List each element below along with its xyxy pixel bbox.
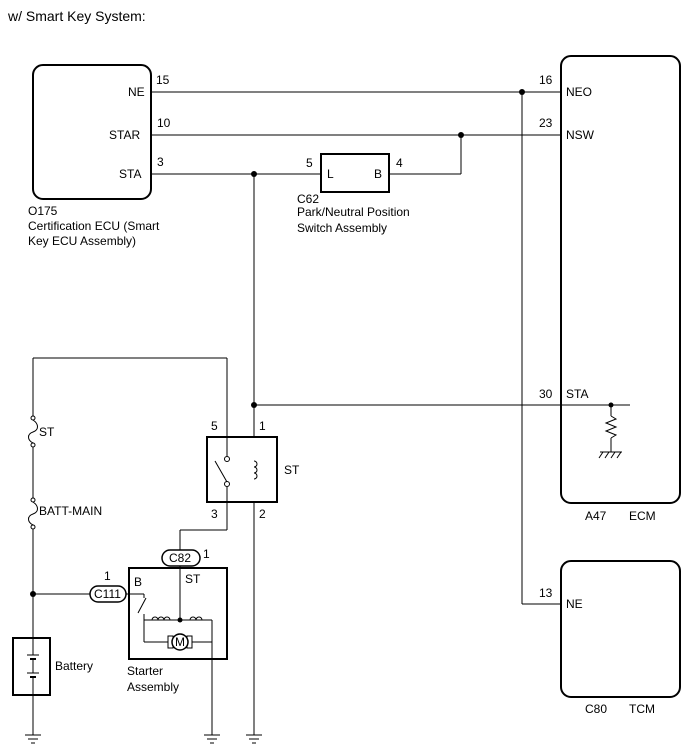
- junction-ecm-sta: [251, 402, 257, 408]
- tcm-pin-ne-label: NE: [566, 597, 583, 611]
- ecm-pin-neo-number: 16: [539, 73, 553, 87]
- relay-pin-1: 1: [259, 419, 266, 433]
- switch-code: C62: [297, 192, 319, 206]
- relay-pin-2: 2: [259, 507, 266, 521]
- ecm-name: ECM: [629, 509, 656, 523]
- fuse-st-icon: [28, 415, 38, 448]
- ecm-code: A47: [585, 509, 607, 523]
- junction-nsw: [458, 132, 464, 138]
- ecu-pin-sta-label: STA: [119, 167, 141, 181]
- battery-icon: [27, 638, 39, 695]
- starter-coil-left-icon: [151, 616, 171, 621]
- relay-pin-3: 3: [211, 507, 218, 521]
- starter-terminal-b: B: [134, 575, 142, 589]
- switch-terminal-b: B: [374, 167, 382, 181]
- st-relay-box: [206, 436, 278, 503]
- park-neutral-switch-box: [320, 153, 390, 193]
- switch-name-line1: Park/Neutral Position: [297, 205, 410, 219]
- ecu-name-line2: Key ECU Assembly): [28, 234, 136, 248]
- junction-sta: [251, 171, 257, 177]
- tcm-box: [560, 560, 681, 698]
- junction-ne: [519, 89, 525, 95]
- ecu-pin-star-number: 10: [157, 116, 171, 130]
- switch-terminal-l: L: [327, 167, 334, 181]
- ecm-resistor-icon: [598, 402, 622, 459]
- relay-label: ST: [284, 463, 300, 477]
- ecm-pin-sta-label: STA: [566, 387, 588, 401]
- starter-name-line1: Starter: [127, 664, 163, 678]
- ecm-pin-nsw-number: 23: [539, 116, 553, 130]
- junction-battery: [30, 591, 36, 597]
- ecu-pin-star-label: STAR: [109, 128, 140, 142]
- battery-box: [12, 637, 51, 696]
- diagram-title: w/ Smart Key System:: [7, 8, 146, 24]
- relay-pin-5: 5: [211, 419, 218, 433]
- starter-terminal-st: ST: [185, 572, 201, 586]
- motor-symbol: M: [175, 635, 185, 649]
- tcm-code: C80: [585, 702, 607, 716]
- connector-c111-code: C111: [94, 587, 121, 601]
- switch-name-line2: Switch Assembly: [297, 221, 387, 235]
- ecm-pin-nsw-label: NSW: [566, 128, 595, 142]
- ecu-code: O175: [28, 204, 58, 218]
- ecm-box: [560, 55, 681, 504]
- starter-switch-icon: [137, 594, 213, 659]
- battery-label: Battery: [55, 659, 93, 673]
- switch-pin-l-number: 5: [306, 156, 313, 170]
- tcm-pin-ne-number: 13: [539, 586, 553, 600]
- starter-motor-icon: M: [144, 633, 212, 651]
- ground-icon-battery: [25, 734, 41, 744]
- ecu-name-line1: Certification ECU (Smart: [28, 219, 160, 233]
- connector-c111: [89, 585, 127, 603]
- ground-icon-relay: [246, 734, 262, 744]
- ecm-pin-sta-number: 30: [539, 387, 553, 401]
- connector-c82-code: C82: [169, 551, 191, 565]
- certification-ecu-box: [32, 64, 152, 200]
- starter-name-line2: Assembly: [127, 680, 179, 694]
- connector-c82-pin: 1: [203, 547, 210, 561]
- connector-c111-pin: 1: [104, 569, 111, 583]
- fuse-batt-main-icon: [28, 497, 38, 530]
- starter-coil-right-icon: [189, 616, 203, 621]
- relay-switch-icon: [214, 437, 230, 502]
- tcm-name: TCM: [629, 702, 655, 716]
- ecm-pin-neo-label: NEO: [566, 85, 592, 99]
- ecu-pin-ne-number: 15: [156, 73, 170, 87]
- ground-icon-starter: [204, 734, 220, 744]
- switch-pin-b-number: 4: [396, 156, 403, 170]
- connector-c82: [161, 549, 201, 567]
- ecu-pin-ne-label: NE: [128, 85, 145, 99]
- fuse-batt-main-label: BATT-MAIN: [39, 504, 102, 518]
- relay-coil-icon: [253, 460, 258, 480]
- ecu-pin-sta-number: 3: [157, 155, 164, 169]
- fuse-st-label: ST: [39, 425, 55, 439]
